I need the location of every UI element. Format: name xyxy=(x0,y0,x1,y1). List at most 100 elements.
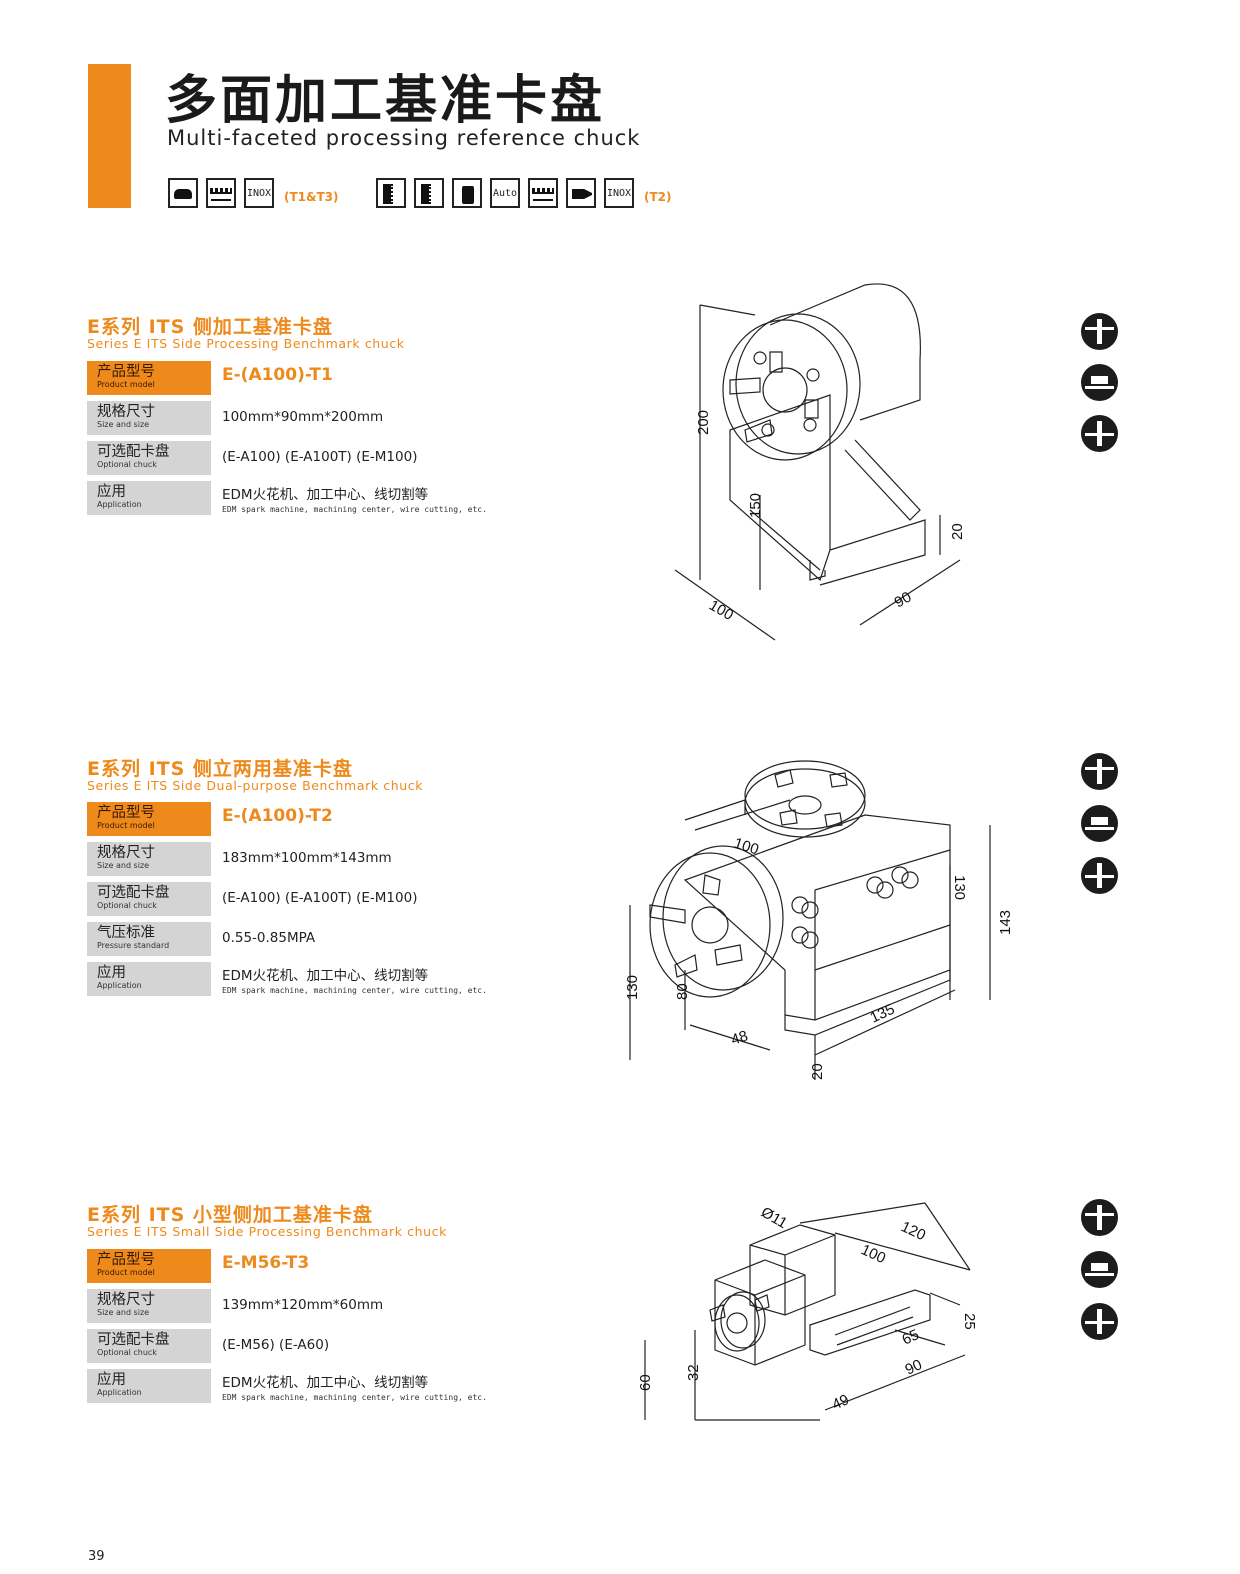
spec-label: 产品型号 Product model xyxy=(87,802,211,836)
spec-value: (E-A100) (E-A100T) (E-M100) xyxy=(222,449,418,465)
spec-row: 可选配卡盘 Optional chuck (E-M56) (E-A60) xyxy=(87,1329,507,1363)
spec-label: 产品型号 Product model xyxy=(87,361,211,395)
page-subtitle: Multi-faceted processing reference chuck xyxy=(167,126,641,150)
dim-label: 100 xyxy=(858,1241,888,1267)
spec-row: 规格尺寸 Size and size 100mm*90mm*200mm xyxy=(87,401,507,435)
spec-table: 产品型号 Product model E-M56-T3 规格尺寸 Size an… xyxy=(87,1249,507,1409)
spec-label: 应用 Application xyxy=(87,481,211,515)
mount-type-icon xyxy=(1081,1199,1118,1236)
spec-label: 产品型号 Product model xyxy=(87,1249,211,1283)
spec-row: 规格尺寸 Size and size 183mm*100mm*143mm xyxy=(87,842,507,876)
mount-type-icon xyxy=(1081,805,1118,842)
mount-type-icon xyxy=(1081,857,1118,894)
drawing-t2: 100 130 143 130 80 48 135 20 xyxy=(624,760,1014,1080)
dim-label: 25 xyxy=(961,1313,978,1330)
lock-icon xyxy=(452,178,482,208)
section-subtitle: Series E ITS Side Dual-purpose Benchmark… xyxy=(87,778,424,793)
spec-value: 0.55-0.85MPA xyxy=(222,930,316,946)
pneumatic-icon xyxy=(376,178,406,208)
mount-type-icon xyxy=(1081,415,1118,452)
dim-label: 49 xyxy=(830,1391,852,1413)
dim-label: 80 xyxy=(674,983,691,1000)
spec-row: 规格尺寸 Size and size 139mm*120mm*60mm xyxy=(87,1289,507,1323)
chuck-icon xyxy=(168,178,198,208)
product-model: E-(A100)-T1 xyxy=(222,365,333,385)
dim-label: 200 xyxy=(695,410,712,435)
feature-tag: (T2) xyxy=(644,190,672,204)
feature-icons-group-1: INOX (T1&T3) xyxy=(168,178,339,208)
spec-table: 产品型号 Product model E-(A100)-T1 规格尺寸 Size… xyxy=(87,361,507,521)
section-title: E系列 ITS 侧加工基准卡盘 xyxy=(87,316,333,338)
spec-value: EDM火花机、加工中心、线切割等 EDM spark machine, mach… xyxy=(222,1375,487,1402)
section-title: E系列 ITS 小型侧加工基准卡盘 xyxy=(87,1204,373,1226)
spec-value: EDM火花机、加工中心、线切割等 EDM spark machine, mach… xyxy=(222,487,487,514)
spec-value: 100mm*90mm*200mm xyxy=(222,409,384,425)
dim-label: 150 xyxy=(747,493,764,518)
spec-row: 产品型号 Product model E-(A100)-T2 xyxy=(87,802,507,836)
inox-icon: INOX xyxy=(604,178,634,208)
spec-label: 可选配卡盘 Optional chuck xyxy=(87,441,211,475)
dim-label: 60 xyxy=(637,1374,654,1391)
spec-row: 应用 Application EDM火花机、加工中心、线切割等 EDM spar… xyxy=(87,962,507,996)
dim-label: 90 xyxy=(892,588,915,611)
dim-label: 143 xyxy=(997,910,1014,935)
drawing-t1: 200 150 20 100 90 xyxy=(674,283,966,641)
spec-row: 产品型号 Product model E-M56-T3 xyxy=(87,1249,507,1283)
drawing-t3: Ø11 120 100 25 65 90 60 32 49 xyxy=(637,1202,978,1421)
spec-value: 139mm*120mm*60mm xyxy=(222,1297,384,1313)
spec-row: 气压标准 Pressure standard 0.55-0.85MPA xyxy=(87,922,507,956)
spec-label: 可选配卡盘 Optional chuck xyxy=(87,1329,211,1363)
workpiece-icon xyxy=(528,178,558,208)
product-model: E-M56-T3 xyxy=(222,1253,310,1273)
dim-label: 32 xyxy=(685,1364,702,1381)
dim-label: 20 xyxy=(949,523,966,540)
section-subtitle: Series E ITS Small Side Processing Bench… xyxy=(87,1224,447,1239)
mount-type-icon xyxy=(1081,364,1118,401)
spec-row: 应用 Application EDM火花机、加工中心、线切割等 EDM spar… xyxy=(87,1369,507,1403)
dim-label: 120 xyxy=(898,1218,928,1244)
spec-label: 规格尺寸 Size and size xyxy=(87,842,211,876)
spec-row: 可选配卡盘 Optional chuck (E-A100) (E-A100T) … xyxy=(87,441,507,475)
dim-label: Ø11 xyxy=(758,1204,790,1232)
spec-label: 可选配卡盘 Optional chuck xyxy=(87,882,211,916)
spec-value: EDM火花机、加工中心、线切割等 EDM spark machine, mach… xyxy=(222,968,487,995)
feature-icons-group-2: Auto INOX (T2) xyxy=(376,178,672,208)
mount-type-icon xyxy=(1081,753,1118,790)
pneumatic-plate-icon xyxy=(414,178,444,208)
spec-label: 气压标准 Pressure standard xyxy=(87,922,211,956)
spec-label: 规格尺寸 Size and size xyxy=(87,401,211,435)
spec-table: 产品型号 Product model E-(A100)-T2 规格尺寸 Size… xyxy=(87,802,507,1002)
mount-type-icon xyxy=(1081,313,1118,350)
spec-value: 183mm*100mm*143mm xyxy=(222,850,392,866)
dim-label: 48 xyxy=(729,1027,750,1048)
workpiece-icon xyxy=(206,178,236,208)
dim-label: 130 xyxy=(951,875,968,900)
spec-row: 应用 Application EDM火花机、加工中心、线切割等 EDM spar… xyxy=(87,481,507,515)
feature-tag: (T1&T3) xyxy=(284,190,339,204)
mount-type-icon xyxy=(1081,1251,1118,1288)
mount-type-icon xyxy=(1081,1303,1118,1340)
dim-label: 130 xyxy=(624,975,641,1000)
clamp-icon xyxy=(566,178,596,208)
dim-label: 20 xyxy=(809,1063,826,1080)
auto-icon: Auto xyxy=(490,178,520,208)
spec-value: (E-A100) (E-A100T) (E-M100) xyxy=(222,890,418,906)
dim-label: 90 xyxy=(903,1356,925,1378)
product-model: E-(A100)-T2 xyxy=(222,806,333,826)
spec-row: 产品型号 Product model E-(A100)-T1 xyxy=(87,361,507,395)
spec-label: 应用 Application xyxy=(87,962,211,996)
dim-label: 100 xyxy=(732,835,761,859)
dim-label: 65 xyxy=(900,1326,922,1348)
section-title: E系列 ITS 侧立两用基准卡盘 xyxy=(87,758,353,780)
dim-label: 100 xyxy=(706,597,736,624)
header-accent-bar xyxy=(88,64,131,208)
page-number: 39 xyxy=(88,1549,105,1564)
inox-icon: INOX xyxy=(244,178,274,208)
spec-row: 可选配卡盘 Optional chuck (E-A100) (E-A100T) … xyxy=(87,882,507,916)
dim-label: 135 xyxy=(868,1001,898,1027)
spec-label: 应用 Application xyxy=(87,1369,211,1403)
page-title: 多面加工基准卡盘 xyxy=(165,71,606,131)
section-subtitle: Series E ITS Side Processing Benchmark c… xyxy=(87,336,405,351)
spec-value: (E-M56) (E-A60) xyxy=(222,1337,330,1353)
spec-label: 规格尺寸 Size and size xyxy=(87,1289,211,1323)
